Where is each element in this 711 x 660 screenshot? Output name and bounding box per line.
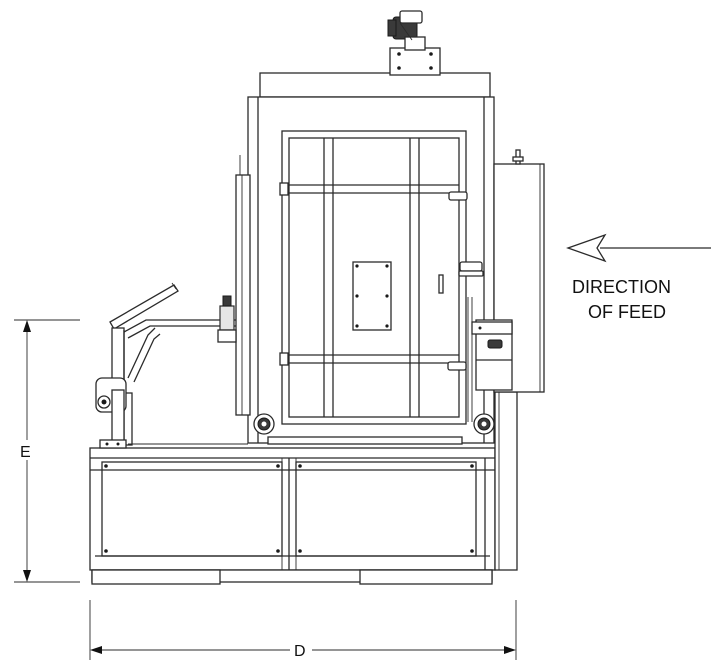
dimension-d-label: D [294, 643, 306, 660]
wheel-right [473, 413, 495, 435]
motor-mount-plate [389, 47, 441, 76]
dimension-d [89, 600, 517, 660]
top-motor [387, 10, 441, 76]
dimension-e-label: E [20, 444, 31, 461]
direction-label-line2: OF FEED [588, 302, 666, 322]
arrow-left-icon [566, 233, 711, 263]
base-cabinet [89, 447, 496, 585]
air-regulator [219, 305, 235, 331]
wheel-left [253, 413, 275, 435]
foot-right [359, 569, 493, 585]
top-cap [259, 72, 491, 98]
direction-label-line1: DIRECTION [572, 277, 671, 297]
loading-chute [95, 282, 248, 449]
dimension-e [14, 319, 80, 583]
door-frame [279, 130, 468, 425]
inspection-window-plate [352, 261, 392, 331]
right-gearbox [471, 319, 513, 391]
door-handle [438, 261, 484, 422]
right-side-housing [494, 391, 518, 571]
foot-left [91, 569, 221, 585]
